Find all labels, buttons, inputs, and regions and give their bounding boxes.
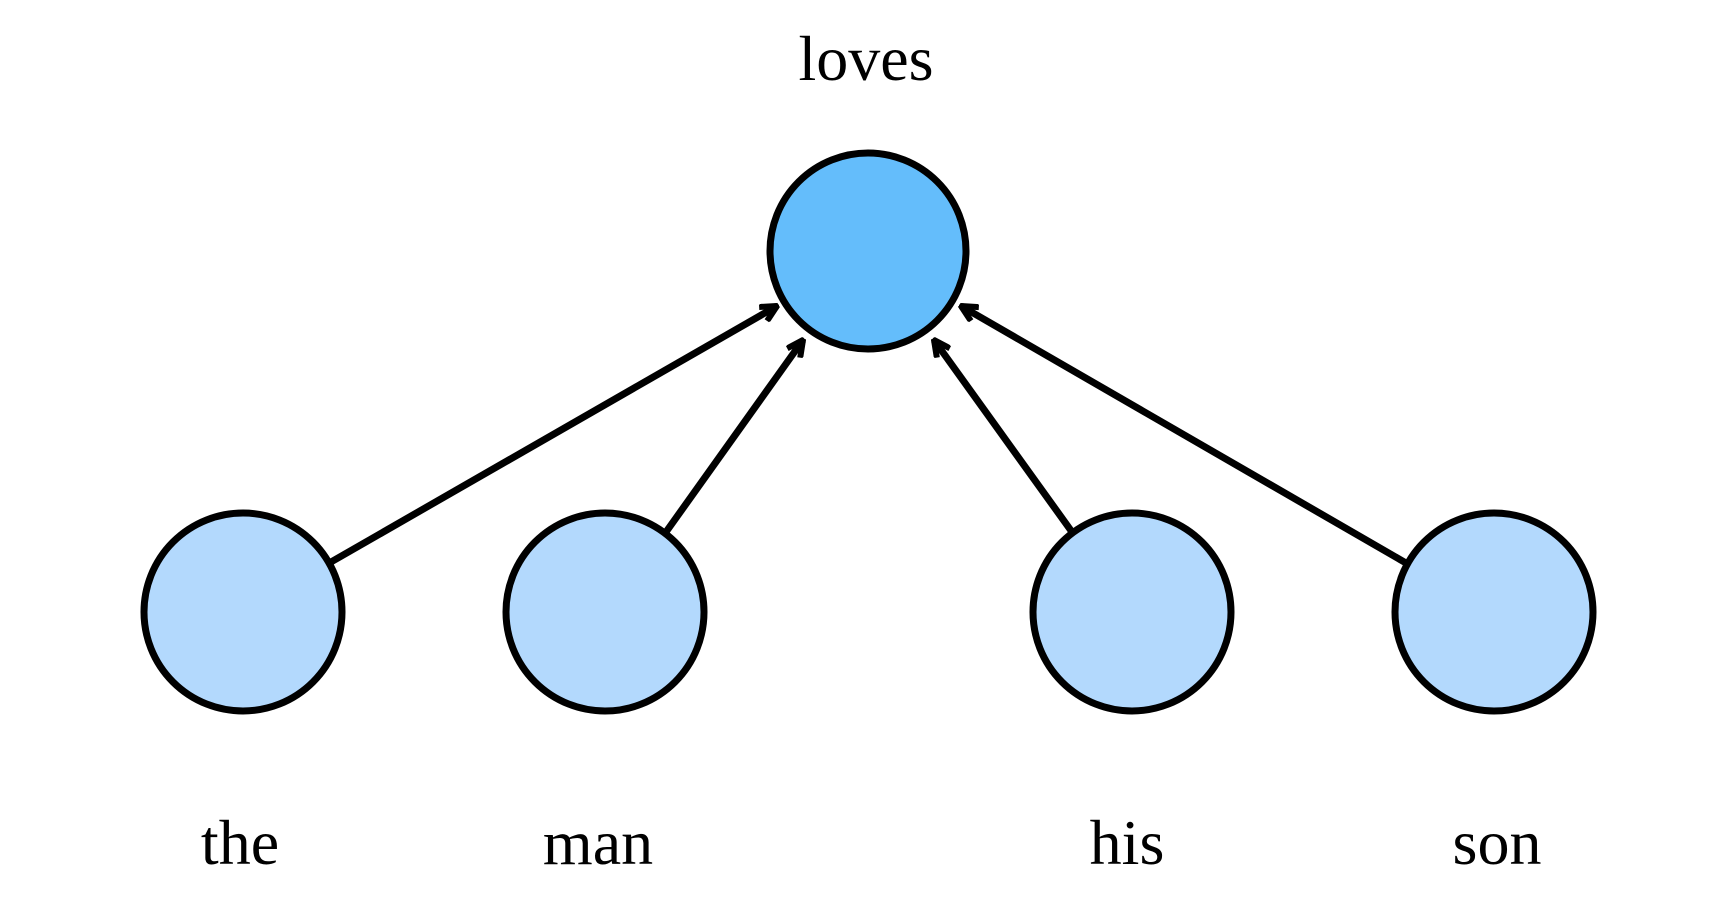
context-word-label-his: his	[1090, 807, 1165, 878]
center-word-node	[766, 149, 970, 353]
context-node-the	[140, 509, 346, 715]
context-word-label-the: the	[201, 807, 279, 878]
context-node-his	[1029, 509, 1235, 715]
arrow-the-to-loves	[329, 306, 777, 566]
arrow-man-to-loves	[663, 340, 803, 535]
context-word-label-son: son	[1453, 807, 1542, 878]
context-labels-group: the man his son	[201, 807, 1542, 878]
context-nodes-group	[140, 509, 1597, 715]
arrow-his-to-loves	[934, 340, 1075, 535]
context-node-son	[1391, 509, 1597, 715]
context-word-label-man: man	[543, 807, 653, 878]
arrow-son-to-loves	[961, 306, 1408, 567]
arrows	[329, 306, 1408, 567]
center-word-label: loves	[798, 23, 933, 94]
center-node-group: loves	[766, 23, 970, 353]
context-node-man	[502, 509, 708, 715]
